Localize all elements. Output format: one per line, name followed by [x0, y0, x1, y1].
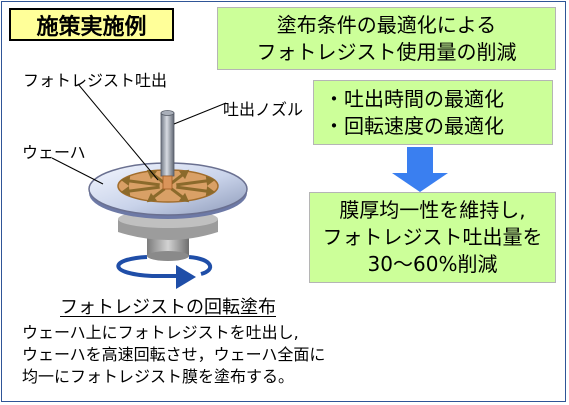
spread-arrow-head [146, 192, 158, 203]
result-line-1: 膜厚均一性を維持し, [339, 198, 526, 222]
label-photoresist-dispense: フォトレジスト吐出 [23, 71, 168, 90]
spread-arrow-shaft [176, 178, 212, 187]
label-wafer: ウェーハ [22, 143, 86, 162]
spread-arrows [120, 169, 216, 203]
spread-arrow-head [120, 186, 131, 197]
description: ウェーハ上にフォトレジストを吐出し, ウェーハを高速回転させ，ウェーハ全面に 均… [22, 322, 325, 388]
label-dispense-nozzle: 吐出ノズル [223, 100, 304, 119]
spread-arrow-shaft [124, 185, 160, 194]
leader-line-nozzle [173, 102, 227, 125]
method-item-2: ・回転速度の最適化 [324, 113, 504, 138]
description-line-1: ウェーハ上にフォトレジストを吐出し, [22, 323, 299, 342]
spread-arrow-head [178, 192, 190, 203]
spread-arrow-shaft [124, 178, 160, 187]
spread-arrow-head [120, 175, 131, 186]
dispense-nozzle [160, 110, 175, 190]
spread-arrow-head [205, 175, 216, 186]
goal-box: 塗布条件の最適化による フォトレジスト使用量の削減 [217, 7, 556, 70]
method-box: ・吐出時間の最適化 ・回転速度の最適化 [313, 80, 553, 145]
leader-line-resist [77, 83, 159, 181]
spread-arrow-head [205, 186, 216, 197]
description-line-3: 均一にフォトレジスト膜を塗布する。 [22, 367, 295, 386]
description-line-2: ウェーハを高速回転させ，ウェーハ全面に [22, 345, 326, 364]
result-box: 膜厚均一性を維持し, フォトレジスト吐出量を 30～60%削減 [309, 192, 556, 283]
title-box: 施策実施例 [9, 8, 174, 41]
method-item-1: ・吐出時間の最適化 [324, 86, 504, 111]
spread-arrow-head [178, 169, 190, 180]
rotation-arrow-icon [116, 255, 213, 289]
down-arrow-icon [392, 147, 448, 192]
title-text: 施策実施例 [36, 14, 147, 40]
goal-line-1: 塗布条件の最適化による [276, 12, 497, 37]
result-line-2: フォトレジスト吐出量を [322, 225, 543, 249]
diagram-caption: フォトレジストの回転塗布 [60, 297, 276, 318]
leader-line-wafer [51, 157, 104, 185]
goal-line-2: フォトレジスト使用量の削減 [256, 39, 517, 64]
spread-arrow-shaft [176, 185, 212, 194]
result-line-3: 30～60%削減 [367, 252, 498, 276]
spread-arrow-head [146, 169, 158, 180]
